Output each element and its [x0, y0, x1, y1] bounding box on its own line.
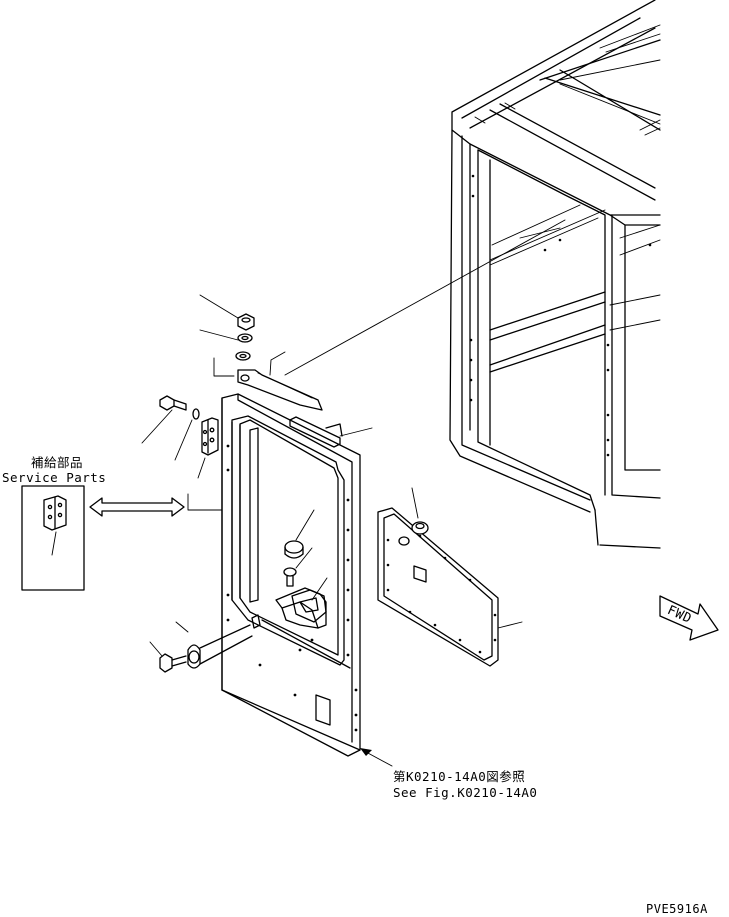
hinge-plate — [197, 417, 219, 479]
hinge-bolt — [141, 395, 200, 461]
door-knob — [284, 509, 315, 559]
door-stop-bracket — [237, 369, 323, 411]
fwd-arrow-icon — [659, 595, 719, 641]
strip-leader — [339, 427, 373, 437]
service-parts-bracket — [187, 451, 223, 511]
service-parts-jp-label: 補給部品 — [31, 455, 84, 470]
door-panel — [221, 393, 361, 757]
grommet — [411, 487, 429, 535]
upper-handle — [291, 589, 327, 623]
reference-arrow — [360, 748, 393, 767]
double-arrow — [89, 497, 185, 517]
see-fig-jp-label: 第K0210-14A0図参照 — [393, 769, 526, 784]
nut-stack — [235, 313, 255, 361]
hardware-leaders — [199, 294, 286, 377]
door-check-assembly — [149, 621, 253, 673]
leader-line-door-to-cab — [284, 219, 566, 376]
service-parts-box — [21, 485, 85, 591]
see-fig-en-label: See Fig.K0210-14A0 — [393, 785, 538, 800]
screw — [283, 547, 313, 587]
cab-frame — [449, 0, 661, 549]
service-parts-en-label: Service Parts — [2, 470, 107, 485]
handle-leader — [311, 577, 328, 601]
drawing-id-label: PVE5916A — [646, 902, 708, 916]
cover-panel — [377, 507, 523, 667]
